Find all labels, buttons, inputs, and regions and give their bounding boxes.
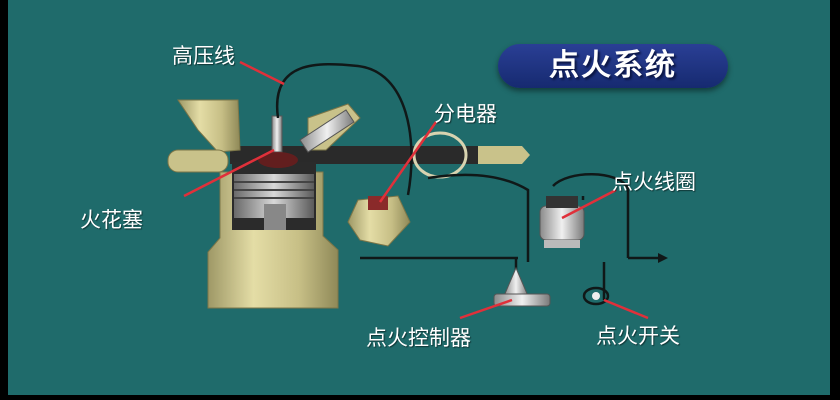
label-ignition-coil: 点火线圈 [612,170,696,194]
current-arrow [658,253,668,263]
leader-ignition-switch [603,298,649,320]
leader-distributor [378,121,438,203]
leader-ignition-coil [561,188,617,220]
label-hv-wire: 高压线 [172,44,235,68]
leader-lines [183,60,649,320]
ignition-coil-unit [539,196,585,248]
ignition-switch-unit [582,286,610,306]
engine-block [167,99,361,309]
leader-spark-plug [183,148,275,198]
wiring [275,63,658,300]
ignition-control-unit [493,266,551,307]
ignition-system-diagram [167,60,668,320]
camshaft-bar [230,146,530,164]
label-spark-plug: 火花塞 [80,208,143,232]
label-distributor: 分电器 [434,102,497,126]
diagram-title: 点火系统 [549,48,677,83]
title-pill [498,44,728,88]
diagram-board: 点火系统 高压线 分电器 火花塞 点火线圈 点火控制器 点火开关 [8,0,830,395]
label-ignition-control: 点火控制器 [366,326,471,350]
leader-hv-wire [239,60,285,86]
leader-ignition-control [459,298,513,320]
label-ignition-switch: 点火开关 [596,324,680,348]
